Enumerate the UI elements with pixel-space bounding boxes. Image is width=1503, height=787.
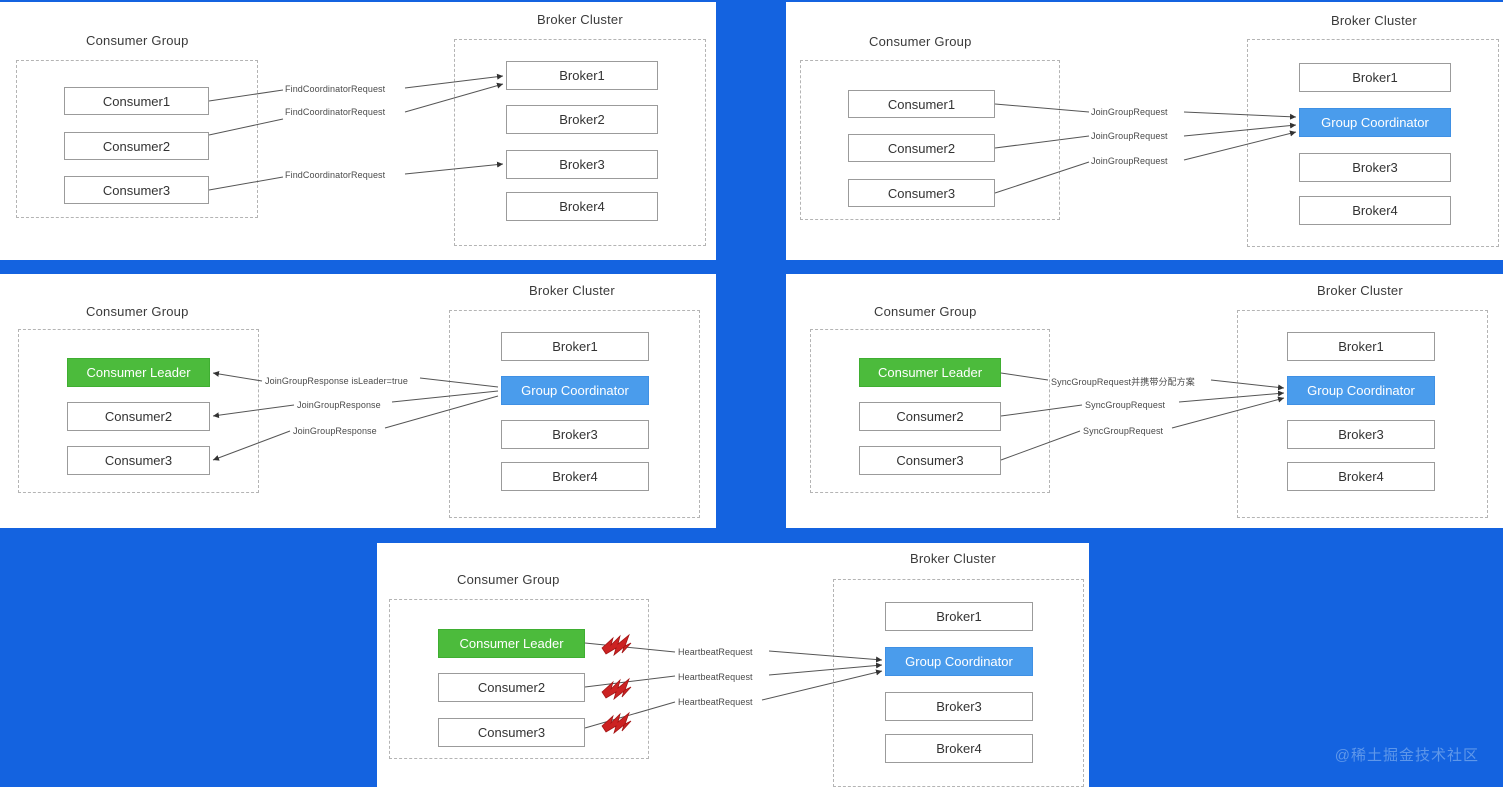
consumer-leader-node[interactable]: Consumer Leader [859,358,1001,387]
broker-cluster-title: Broker Cluster [910,551,996,566]
consumer-node-1[interactable]: Consumer1 [64,87,209,115]
broker-cluster-title: Broker Cluster [1331,13,1417,28]
consumer-node-3[interactable]: Consumer3 [64,176,209,204]
consumer-node-3[interactable]: Consumer3 [848,179,995,207]
edge-label-1: JoinGroupResponse isLeader=true [265,376,408,386]
consumer-group-title: Consumer Group [457,572,560,587]
broker-cluster-title: Broker Cluster [529,283,615,298]
broker-node-3[interactable]: Broker3 [501,420,649,449]
edge-label-3: SyncGroupRequest [1083,426,1164,436]
consumer-node-3[interactable]: Consumer3 [438,718,585,747]
panel-sync-group-request: Consumer Group Broker Cluster Consumer L… [786,274,1503,528]
edge-label-1: JoinGroupRequest [1091,107,1168,117]
consumer-group-title: Consumer Group [86,33,189,48]
consumer-group-title: Consumer Group [874,304,977,319]
panel-heartbeat-request: Consumer Group Broker Cluster Consumer L… [377,543,1089,787]
panel-join-group-request: Consumer Group Broker Cluster Consumer1 … [786,2,1503,260]
edge-label-2: HeartbeatRequest [678,672,753,682]
broker-node-4[interactable]: Broker4 [885,734,1033,763]
edge-label-2: FindCoordinatorRequest [285,107,386,117]
edge-label-1: HeartbeatRequest [678,647,753,657]
broker-node-4[interactable]: Broker4 [1287,462,1435,491]
lightning-bolt-icon-1 [601,633,632,657]
edge-label-3: JoinGroupResponse [293,426,377,436]
panel-join-group-response: Consumer Group Broker Cluster Consumer L… [0,274,716,528]
broker-node-3[interactable]: Broker3 [1287,420,1435,449]
group-coordinator-node[interactable]: Group Coordinator [885,647,1033,676]
consumer-node-1[interactable]: Consumer1 [848,90,995,118]
broker-node-4[interactable]: Broker4 [1299,196,1451,225]
consumer-group-title: Consumer Group [869,34,972,49]
consumer-node-2[interactable]: Consumer2 [64,132,209,160]
broker-node-1[interactable]: Broker1 [506,61,658,90]
lightning-bolt-icon-3 [601,711,632,735]
broker-node-1[interactable]: Broker1 [1299,63,1451,92]
broker-node-1[interactable]: Broker1 [885,602,1033,631]
edge-label-3: HeartbeatRequest [678,697,753,707]
consumer-node-2[interactable]: Consumer2 [859,402,1001,431]
consumer-node-2[interactable]: Consumer2 [438,673,585,702]
group-coordinator-node[interactable]: Group Coordinator [1299,108,1451,137]
group-coordinator-node[interactable]: Group Coordinator [1287,376,1435,405]
consumer-node-2[interactable]: Consumer2 [848,134,995,162]
consumer-node-2[interactable]: Consumer2 [67,402,210,431]
edge-label-3: JoinGroupRequest [1091,156,1168,166]
edge-label-3: FindCoordinatorRequest [285,170,386,180]
lightning-bolt-icon-2 [601,677,632,701]
broker-cluster-title: Broker Cluster [1317,283,1403,298]
consumer-group-box [16,60,258,218]
edge-label-2: SyncGroupRequest [1085,400,1166,410]
broker-node-2[interactable]: Broker2 [506,105,658,134]
broker-node-3[interactable]: Broker3 [1299,153,1451,182]
broker-node-4[interactable]: Broker4 [501,462,649,491]
consumer-leader-node[interactable]: Consumer Leader [67,358,210,387]
broker-node-3[interactable]: Broker3 [506,150,658,179]
broker-node-1[interactable]: Broker1 [1287,332,1435,361]
consumer-group-title: Consumer Group [86,304,189,319]
panel-find-coordinator: Consumer Group Broker Cluster Consumer1 … [0,2,716,260]
edge-label-1: FindCoordinatorRequest [285,84,386,94]
broker-node-4[interactable]: Broker4 [506,192,658,221]
edge-label-2: JoinGroupResponse [297,400,381,410]
group-coordinator-node[interactable]: Group Coordinator [501,376,649,405]
edge-label-2: JoinGroupRequest [1091,131,1168,141]
consumer-node-3[interactable]: Consumer3 [67,446,210,475]
broker-node-1[interactable]: Broker1 [501,332,649,361]
edge-label-1: SyncGroupRequest并携带分配方案 [1051,377,1195,387]
broker-node-3[interactable]: Broker3 [885,692,1033,721]
broker-cluster-title: Broker Cluster [537,12,623,27]
watermark: @稀土掘金技术社区 [1334,747,1479,764]
consumer-node-3[interactable]: Consumer3 [859,446,1001,475]
consumer-leader-node[interactable]: Consumer Leader [438,629,585,658]
broker-cluster-box [454,39,706,246]
